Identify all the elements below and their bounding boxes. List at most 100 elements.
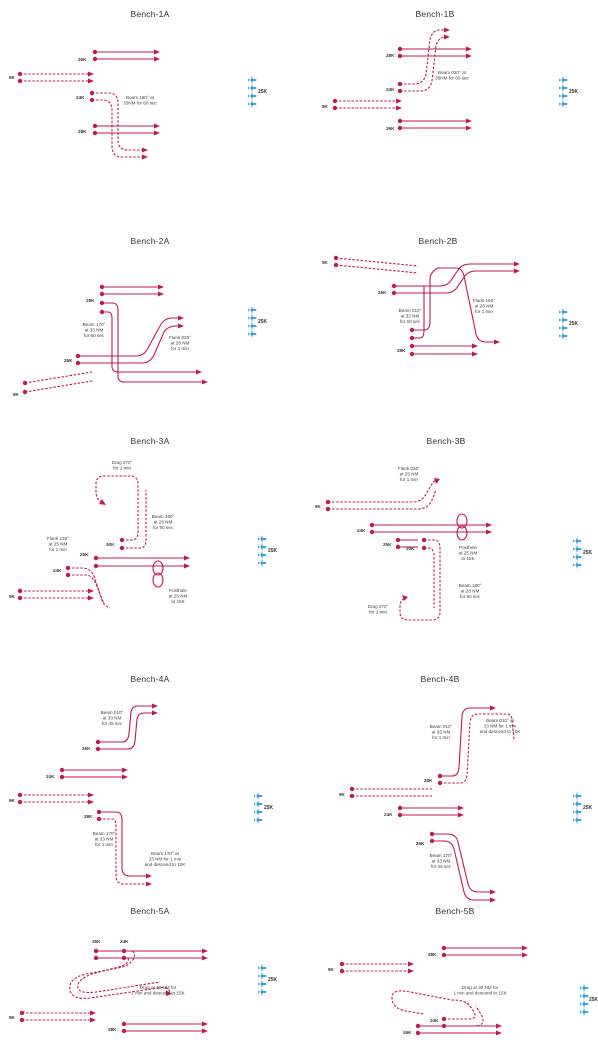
altitude-label: 26K	[78, 57, 87, 62]
aircraft-group-24k: 24K	[76, 90, 148, 160]
aircraft-group-24k: 24K	[69, 939, 172, 999]
ownship-label-4a: 25K	[264, 805, 274, 811]
ownship-formation	[257, 535, 267, 567]
altitude-label: 25K	[383, 542, 392, 547]
ownship-label-2a: 25K	[258, 319, 268, 325]
altitude-label: 26K	[386, 126, 395, 131]
panel-bench-5b: Bench-5B 28K 9K 24K 26K Drag at 30 NM fo…	[328, 906, 589, 1036]
aircraft-group-24k: 24K	[46, 767, 128, 780]
altitude-label: 25K	[378, 290, 387, 295]
altitude-label: 24K	[53, 568, 62, 573]
panel-title: Bench-2B	[419, 236, 458, 246]
panel-title: Bench-5A	[131, 906, 170, 916]
altitude-label: 9K	[328, 967, 335, 972]
ownship-label-3b: 25K	[583, 550, 593, 556]
altitude-label: 9K	[322, 260, 329, 265]
altitude-label: 9K	[322, 104, 329, 109]
panel-title: Bench-4B	[421, 674, 460, 684]
maneuver-note: Drag 270°for 1 min	[112, 460, 133, 471]
aircraft-group-26k: 26K	[386, 118, 472, 131]
altitude-label: 9K	[315, 504, 322, 509]
aircraft-group-9k: 9K	[322, 255, 419, 274]
aircraft-group-26k: 26K	[403, 1023, 502, 1036]
ownship-formation	[572, 792, 582, 824]
aircraft-group-25k: 25K	[64, 315, 184, 366]
altitude-label: 26K	[416, 841, 425, 846]
altitude-label: 24K	[76, 95, 85, 100]
aircraft-group-28k: 28K	[386, 46, 472, 59]
ownship-label-5a: 25K	[268, 977, 278, 983]
altitude-label: 30K	[406, 546, 415, 551]
aircraft-group-9k: 9K	[339, 786, 432, 799]
ownship-formation	[558, 308, 568, 340]
ownship-formation	[247, 76, 257, 108]
aircraft-group-24k: 24K	[53, 565, 111, 609]
ownship-formation	[579, 984, 589, 1016]
altitude-label: 9K	[9, 594, 16, 599]
panel-title: Bench-1B	[416, 9, 455, 19]
aircraft-group-30k: 30K	[95, 475, 147, 551]
aircraft-group-25k: 25K	[383, 537, 418, 550]
altitude-label: 9K	[9, 1015, 16, 1020]
ownship-formation	[257, 964, 267, 996]
aircraft-group-9k: 9K	[315, 478, 440, 512]
altitude-label: 28K	[86, 298, 95, 303]
panel-title: Bench-3A	[131, 436, 170, 446]
altitude-label: 25K	[80, 552, 89, 557]
ownship-formation	[253, 792, 263, 824]
ownship-label-5b: 25K	[589, 997, 598, 1003]
aircraft-group-26k: 26K	[92, 939, 208, 961]
altitude-label: 28K	[78, 129, 87, 134]
aircraft-group-30k: 30K	[399, 537, 441, 621]
aircraft-group-28k: 28K	[397, 267, 500, 357]
altitude-label: 9K	[339, 792, 346, 797]
aircraft-group-28k: 28K	[86, 284, 208, 385]
altitude-label: 28K	[386, 53, 395, 58]
altitude-label: 26K	[82, 746, 91, 751]
altitude-label: 28K	[428, 952, 437, 957]
panel-bench-4b: Bench-4B 28K 9K 24K 26K Beam 010°a	[339, 674, 582, 903]
altitude-label: 24K	[357, 528, 366, 533]
ownship-label-3a: 25K	[268, 548, 278, 554]
panel-bench-1b: Bench-1B 28K 24K 9K 26K Beam 020°	[322, 9, 568, 131]
aircraft-group-26k: 26K	[416, 831, 496, 903]
altitude-label: 9K	[9, 75, 16, 80]
aircraft-group-9k: 9K	[328, 961, 414, 974]
ownship-formation	[247, 306, 257, 338]
ownship-formation	[572, 537, 582, 569]
altitude-label: 30K	[106, 542, 115, 547]
panel-title: Bench-3B	[427, 436, 466, 446]
aircraft-group-26k: 26K	[82, 703, 158, 752]
aircraft-group-25k: 25K	[80, 552, 190, 588]
altitude-label: 26K	[403, 1030, 412, 1035]
altitude-label: 28K	[84, 814, 93, 819]
ownship-formation	[558, 76, 568, 108]
aircraft-group-28k: 28K	[424, 705, 515, 786]
aircraft-group-28k: 28K	[84, 809, 152, 887]
aircraft-group-24k: 24K	[386, 27, 450, 94]
panel-bench-4a: Bench-4A 26K 24K 9K 28K Bea	[9, 674, 263, 887]
ownship-label-4b: 25K	[583, 805, 593, 811]
aircraft-group-9k: 9K	[9, 588, 94, 601]
altitude-label: 24K	[430, 1018, 439, 1023]
panel-bench-1a: Bench-1A 26K 9K 24K 28K	[9, 9, 257, 160]
panel-bench-5a: Bench-5A 26K 24K 9K 28K Drag at 30	[9, 906, 267, 1034]
altitude-label: 24K	[384, 812, 393, 817]
altitude-label: 28K	[108, 1027, 117, 1032]
maneuver-note: Drag 270°for 1 min	[368, 604, 389, 615]
